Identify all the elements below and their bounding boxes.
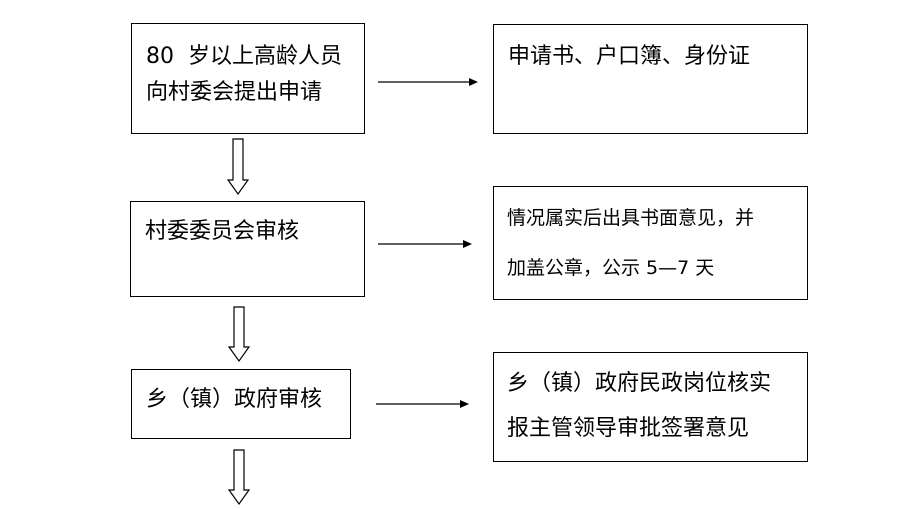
step-box-township-review: 乡（镇）政府审核 xyxy=(131,369,351,439)
note-label-line: 加盖公章，公示 5—7 天 xyxy=(507,257,715,279)
step-label-line: 向村委会提出申请 xyxy=(146,80,323,105)
note-box-publicity: 情况属实后出具书面意见，并 加盖公章，公示 5—7 天 xyxy=(493,186,808,300)
step-label-line: 村委委员会审核 xyxy=(145,219,300,244)
step-label-line: 80 岁以上高龄人员 xyxy=(146,44,342,69)
arrow-down-hollow xyxy=(226,138,250,196)
arrow-right xyxy=(378,240,472,248)
arrow-right xyxy=(376,400,469,408)
note-box-documents: 申请书、户口簿、身份证 xyxy=(493,24,808,134)
step-box-village-review: 村委委员会审核 xyxy=(130,201,365,297)
arrow-down-hollow xyxy=(227,449,251,506)
arrow-right xyxy=(378,78,478,86)
note-label-line: 报主管领导审批签署意见 xyxy=(507,416,750,441)
note-label-line: 乡（镇）政府民政岗位核实 xyxy=(507,371,772,396)
arrow-down-hollow xyxy=(227,306,251,363)
step-label-line: 乡（镇）政府审核 xyxy=(146,387,323,412)
note-label-line: 情况属实后出具书面意见，并 xyxy=(507,207,755,229)
step-box-application: 80 岁以上高龄人员 向村委会提出申请 xyxy=(131,23,365,134)
note-label-line: 申请书、户口簿、身份证 xyxy=(508,44,751,69)
note-box-approval: 乡（镇）政府民政岗位核实 报主管领导审批签署意见 xyxy=(493,352,808,462)
